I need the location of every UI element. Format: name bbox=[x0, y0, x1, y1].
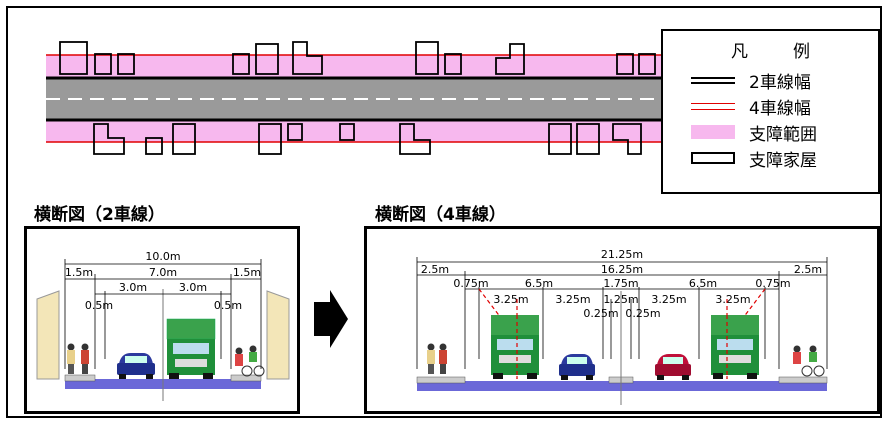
four-lane-cross-section-panel: 21.25m 2.5m 16.25m 2.5m 0.75m 6.5m 1.75m… bbox=[364, 226, 880, 414]
dim-median-gap: 1.25m bbox=[603, 293, 638, 306]
dim-shoulder-left: 0.75m bbox=[453, 277, 488, 290]
car-blue bbox=[559, 354, 595, 380]
dim-lane2: 3.25m bbox=[555, 293, 590, 306]
upper-houses bbox=[59, 41, 656, 75]
upper-obstruction-band bbox=[46, 55, 662, 78]
house bbox=[612, 123, 642, 155]
legend: 凡 例 2車線幅 4車線幅 支障範囲 支障家屋 bbox=[661, 29, 880, 194]
arrow-icon bbox=[314, 290, 348, 348]
house bbox=[415, 41, 439, 75]
two-lane-section-title: 横断図（2車線） bbox=[34, 205, 165, 225]
dim-road-right: 6.5m bbox=[689, 277, 717, 290]
dim-shoulder-left: 0.5m bbox=[85, 299, 113, 312]
legend-row-house: 支障家屋 bbox=[687, 145, 817, 171]
dim-total: 21.25m bbox=[601, 248, 643, 261]
two-lane-cross-section: 10.0m 1.5m 7.0m 1.5m 3.0m 3.0m 0.5m 0.5m bbox=[36, 250, 290, 401]
sidewalk-left bbox=[416, 376, 466, 384]
red-line-swatch bbox=[687, 95, 739, 117]
dim-lane-right: 3.0m bbox=[179, 281, 207, 294]
truck-left bbox=[491, 315, 539, 379]
cyclist-right bbox=[235, 345, 265, 377]
car bbox=[117, 353, 155, 379]
dim-total: 10.0m bbox=[145, 250, 180, 263]
house bbox=[258, 123, 282, 155]
dim-lane3: 3.25m bbox=[651, 293, 686, 306]
house bbox=[255, 43, 279, 75]
house bbox=[292, 41, 323, 75]
truck bbox=[166, 318, 216, 379]
sidewalk-right bbox=[778, 376, 828, 384]
house bbox=[495, 43, 525, 75]
dim-road: 7.0m bbox=[149, 266, 177, 279]
black-line-swatch bbox=[687, 69, 739, 91]
four-lane-cross-section: 21.25m 2.5m 16.25m 2.5m 0.75m 6.5m 1.75m… bbox=[416, 248, 828, 405]
ground bbox=[417, 381, 827, 391]
house bbox=[117, 53, 135, 75]
house bbox=[287, 123, 303, 141]
dim-median-offset-left: 0.25m bbox=[583, 307, 618, 320]
legend-label: 支障範囲 bbox=[749, 124, 817, 145]
dim-road-left: 6.5m bbox=[525, 277, 553, 290]
building-right bbox=[266, 290, 290, 380]
dim-lane4: 3.25m bbox=[715, 293, 750, 306]
sidewalk-right bbox=[230, 374, 262, 382]
pink-band-swatch bbox=[687, 121, 739, 143]
house bbox=[638, 53, 656, 75]
dim-sidewalk-left: 2.5m bbox=[421, 263, 449, 276]
dim-shoulder-right: 0.75m bbox=[755, 277, 790, 290]
dim-sidewalk-right: 1.5m bbox=[233, 266, 261, 279]
legend-row-four-lane: 4車線幅 bbox=[687, 93, 811, 119]
house-box-swatch bbox=[687, 147, 739, 169]
cyclist-right bbox=[793, 345, 825, 377]
house bbox=[232, 53, 250, 75]
house bbox=[145, 137, 163, 155]
house bbox=[548, 123, 572, 155]
dim-road: 16.25m bbox=[601, 263, 643, 276]
house bbox=[616, 53, 634, 75]
sidewalk-left bbox=[64, 374, 96, 382]
dim-shoulder-right: 0.5m bbox=[214, 299, 242, 312]
car-red bbox=[655, 354, 691, 380]
house bbox=[94, 53, 112, 75]
house bbox=[172, 123, 196, 155]
building-left bbox=[36, 290, 60, 380]
legend-row-obstruction: 支障範囲 bbox=[687, 119, 817, 145]
house bbox=[399, 123, 431, 155]
legend-row-two-lane: 2車線幅 bbox=[687, 67, 811, 93]
dim-median: 1.75m bbox=[603, 277, 638, 290]
dim-lane-left: 3.0m bbox=[119, 281, 147, 294]
four-lane-section-title: 横断図（4車線） bbox=[375, 205, 506, 225]
two-lane-cross-section-panel: 10.0m 1.5m 7.0m 1.5m 3.0m 3.0m 0.5m 0.5m bbox=[24, 226, 300, 414]
legend-title: 凡 例 bbox=[731, 42, 824, 62]
truck-right bbox=[711, 315, 759, 379]
house bbox=[576, 123, 600, 155]
house bbox=[59, 41, 88, 75]
legend-label: 2車線幅 bbox=[749, 72, 811, 93]
legend-label: 4車線幅 bbox=[749, 98, 811, 119]
pedestrians-left bbox=[67, 343, 89, 374]
legend-label: 支障家屋 bbox=[749, 150, 817, 171]
house bbox=[339, 123, 355, 141]
dim-lane1: 3.25m bbox=[493, 293, 528, 306]
house bbox=[93, 123, 125, 155]
dim-median-offset-right: 0.25m bbox=[625, 307, 660, 320]
dim-sidewalk-left: 1.5m bbox=[65, 266, 93, 279]
house bbox=[444, 53, 462, 75]
pedestrians-left bbox=[427, 343, 447, 374]
dim-sidewalk-right: 2.5m bbox=[794, 263, 822, 276]
lower-houses bbox=[93, 123, 642, 155]
